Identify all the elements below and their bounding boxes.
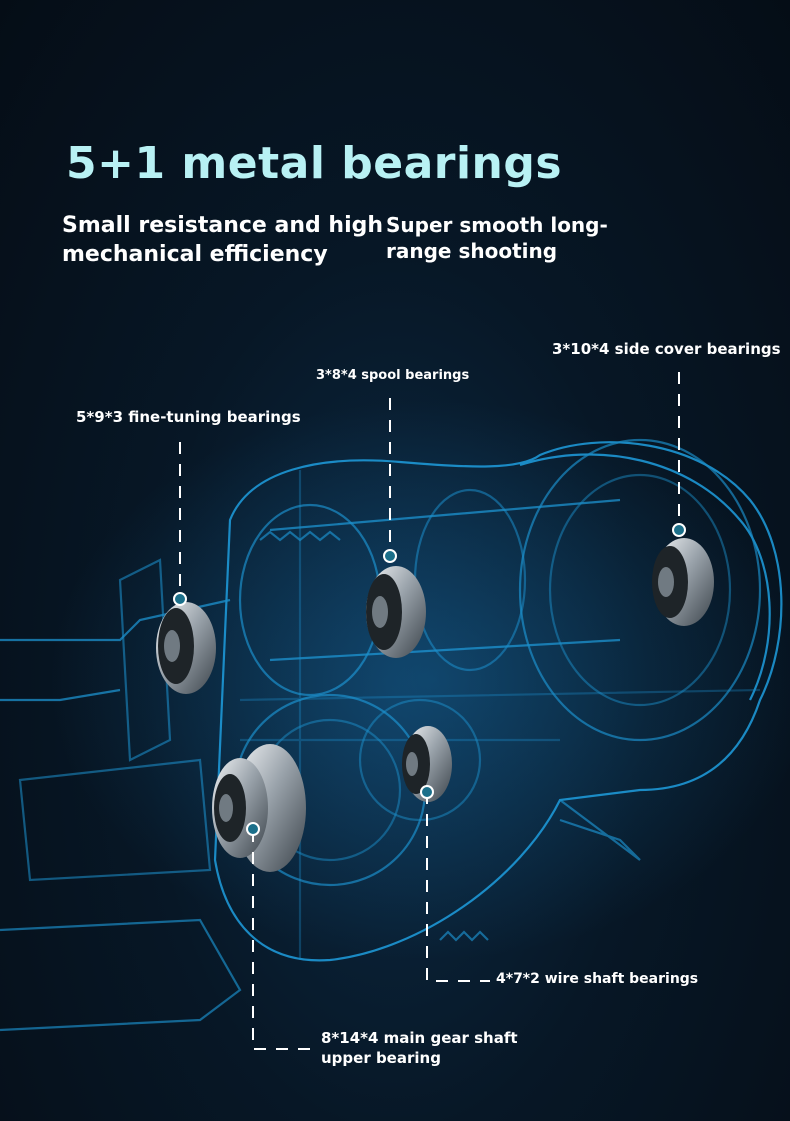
feature-efficiency: Small resistance and high mechanical eff… bbox=[62, 213, 384, 267]
bearing-side-cover bbox=[652, 538, 714, 626]
leader-wire-shaft bbox=[426, 792, 490, 982]
leader-main-gear bbox=[252, 830, 318, 1050]
page-title: 5+1 metal bearings bbox=[66, 138, 563, 189]
bearing-fine-tuning bbox=[156, 602, 216, 694]
bearing-wire-shaft bbox=[402, 726, 452, 802]
bearing-spool bbox=[366, 566, 426, 658]
marker-side-cover bbox=[672, 523, 686, 537]
callout-main-gear: 8*14*4 main gear shaft upper bearing bbox=[321, 1029, 518, 1067]
callout-spool: 3*8*4 spool bearings bbox=[316, 368, 470, 383]
feature-long-range: Super smooth long-range shooting bbox=[386, 213, 608, 263]
marker-fine-tuning bbox=[173, 592, 187, 606]
callout-fine-tuning: 5*9*3 fine-tuning bearings bbox=[76, 408, 301, 426]
callout-wire-shaft: 4*7*2 wire shaft bearings bbox=[496, 971, 699, 987]
marker-wire-shaft bbox=[420, 785, 434, 799]
marker-spool bbox=[383, 549, 397, 563]
callout-side-cover: 3*10*4 side cover bearings bbox=[552, 340, 781, 358]
marker-main-gear bbox=[246, 822, 260, 836]
